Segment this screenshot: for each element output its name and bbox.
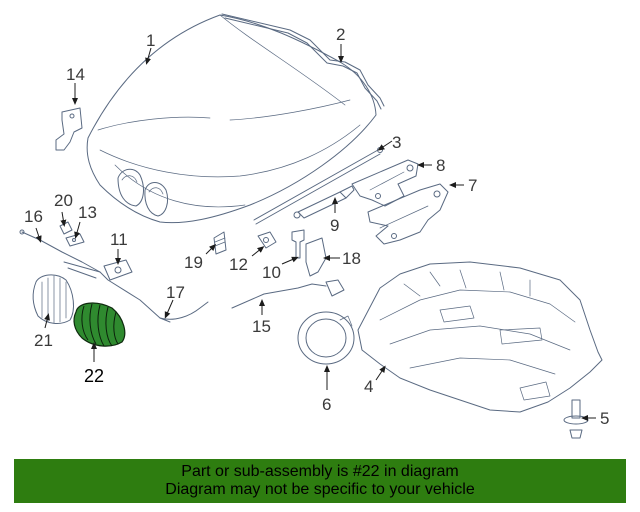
banner-line-2: Diagram may not be specific to your vehi…: [165, 481, 475, 498]
callout-labels: 1 2 3 4 5 6 7 8 9 10 11 12 13 14 15 16 1…: [24, 25, 609, 428]
callout-20: 20: [54, 191, 73, 210]
callout-4: 4: [364, 377, 373, 396]
bracket-part-18: [305, 237, 327, 277]
buffer-part-19: [213, 231, 227, 255]
callout-21: 21: [34, 331, 53, 350]
hood-part: [86, 14, 377, 224]
rubber-stop-part-12: [257, 231, 277, 249]
hood-hinge-lower-part: [367, 183, 449, 245]
callout-9: 9: [330, 216, 339, 235]
banner-line-1: Part or sub-assembly is #22 in diagram: [181, 463, 459, 480]
underbody-shield-part: [357, 261, 603, 413]
callout-5: 5: [600, 409, 609, 428]
grille-part-21: [32, 274, 74, 324]
hood-lock-part: [103, 259, 133, 281]
info-banner: Part or sub-assembly is #22 in diagram D…: [14, 459, 626, 503]
callout-1: 1: [146, 31, 155, 50]
screw-part-5: [563, 399, 589, 439]
bracket-part-14: [55, 107, 83, 151]
callout-16: 16: [24, 207, 43, 226]
clip-part-13: [65, 233, 85, 247]
callout-18: 18: [342, 249, 361, 268]
callout-14: 14: [66, 65, 85, 84]
callout-12: 12: [229, 255, 248, 274]
callout-10: 10: [262, 263, 281, 282]
grille-part-22-highlighted[interactable]: [73, 302, 126, 347]
callout-13: 13: [78, 203, 97, 222]
cable-part-16: [19, 229, 101, 273]
hood-seal-part: [221, 13, 385, 110]
callout-7: 7: [468, 176, 477, 195]
callout-6: 6: [322, 395, 331, 414]
cable-part-17: [159, 301, 209, 320]
callout-17: 17: [166, 283, 185, 302]
hood-strut-part: [253, 147, 383, 225]
callout-15: 15: [252, 317, 271, 336]
seal-ring-part: [297, 311, 355, 365]
leader-lines: [35, 44, 596, 421]
hood-hinge-part: [351, 159, 419, 207]
callout-19: 19: [184, 253, 203, 272]
gas-spring-part: [293, 185, 355, 219]
clip-part-20: [59, 221, 73, 235]
pin-part-10: [291, 229, 305, 259]
callout-2: 2: [336, 25, 345, 44]
rod-part-15: [231, 279, 345, 309]
callout-11: 11: [110, 230, 128, 249]
callout-3: 3: [392, 133, 401, 152]
callout-22-highlighted: 22: [84, 366, 104, 386]
callout-8: 8: [436, 156, 445, 175]
